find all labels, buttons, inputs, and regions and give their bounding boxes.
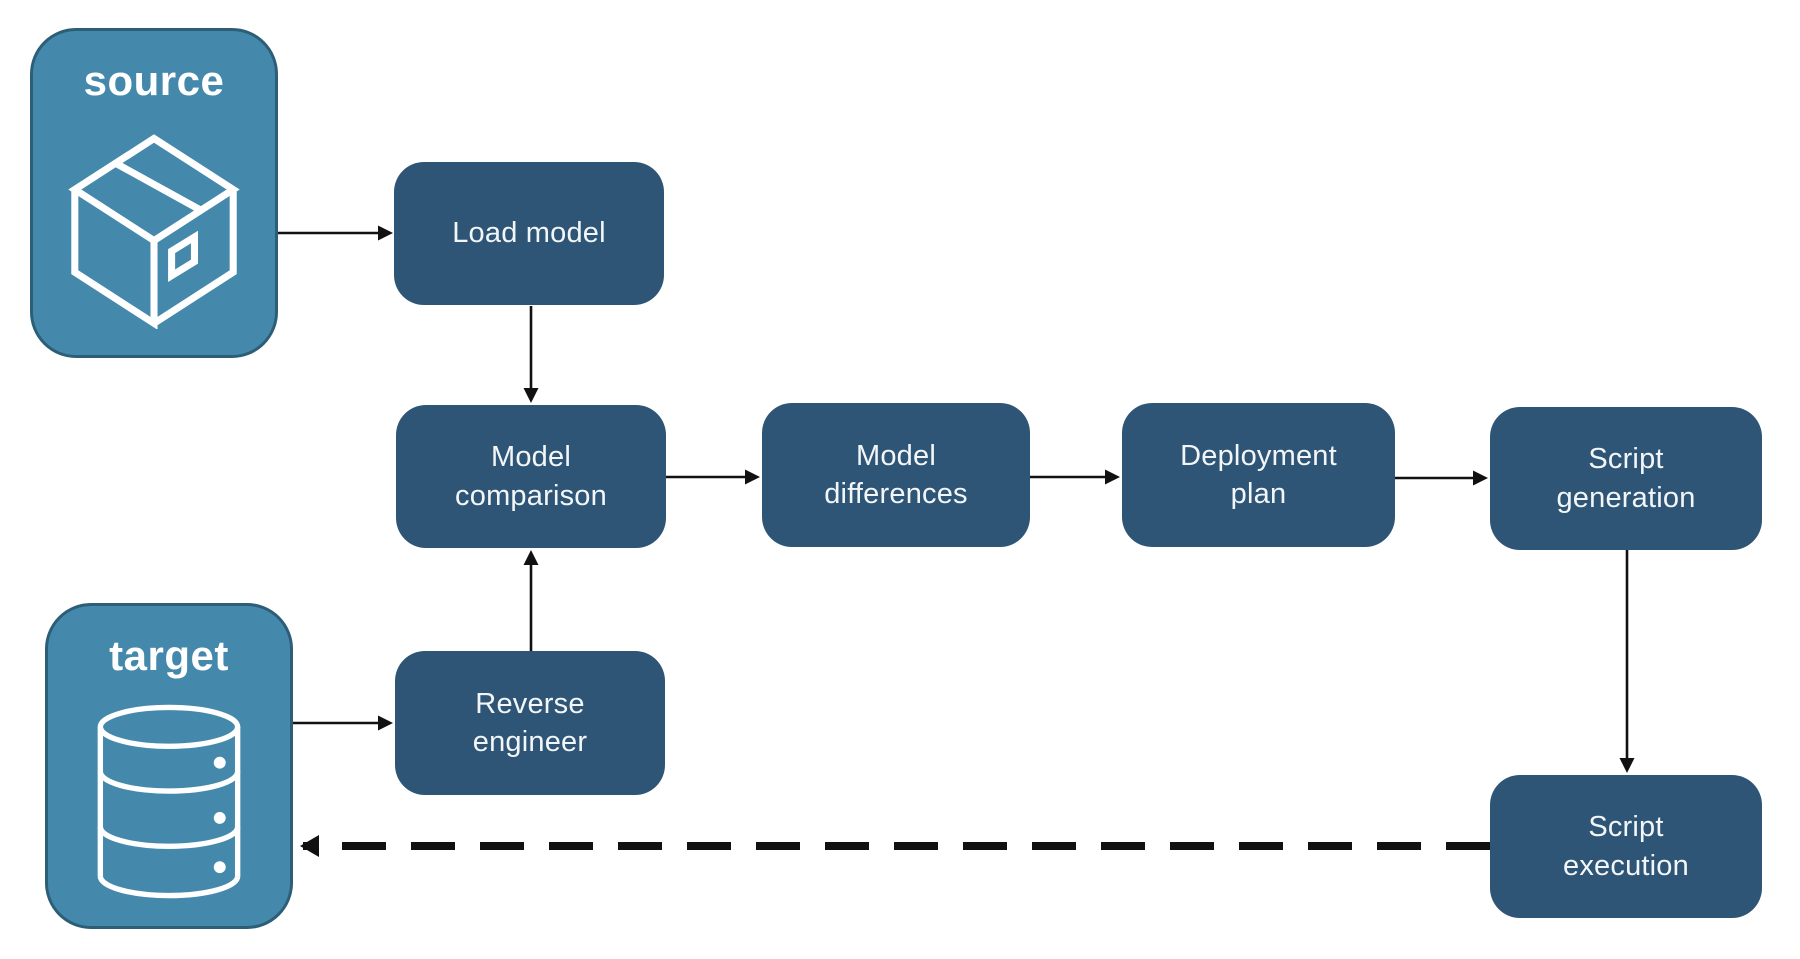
source-label: source — [83, 57, 225, 104]
node-label: Deployment plan — [1180, 439, 1337, 510]
node-label: Script generation — [1556, 443, 1696, 514]
target-endpoint: target — [45, 603, 293, 929]
node-label: Script execution — [1563, 811, 1689, 882]
node-script-generation: Script generation — [1490, 407, 1762, 550]
database-icon — [48, 680, 290, 926]
node-load-model: Load model — [394, 162, 664, 305]
node-deployment-plan: Deployment plan — [1122, 403, 1395, 547]
source-endpoint: source — [30, 28, 278, 358]
node-reverse-engineer: Reverse engineer — [395, 651, 665, 795]
target-label: target — [109, 632, 229, 679]
node-script-execution: Script execution — [1490, 775, 1762, 918]
node-model-differences: Model differences — [762, 403, 1030, 547]
node-label: Model differences — [824, 439, 968, 510]
node-label: Reverse engineer — [472, 687, 588, 758]
node-model-comparison: Model comparison — [396, 405, 666, 548]
node-label: Load model — [452, 217, 606, 250]
node-label: Model comparison — [455, 441, 607, 512]
package-icon — [33, 105, 275, 355]
